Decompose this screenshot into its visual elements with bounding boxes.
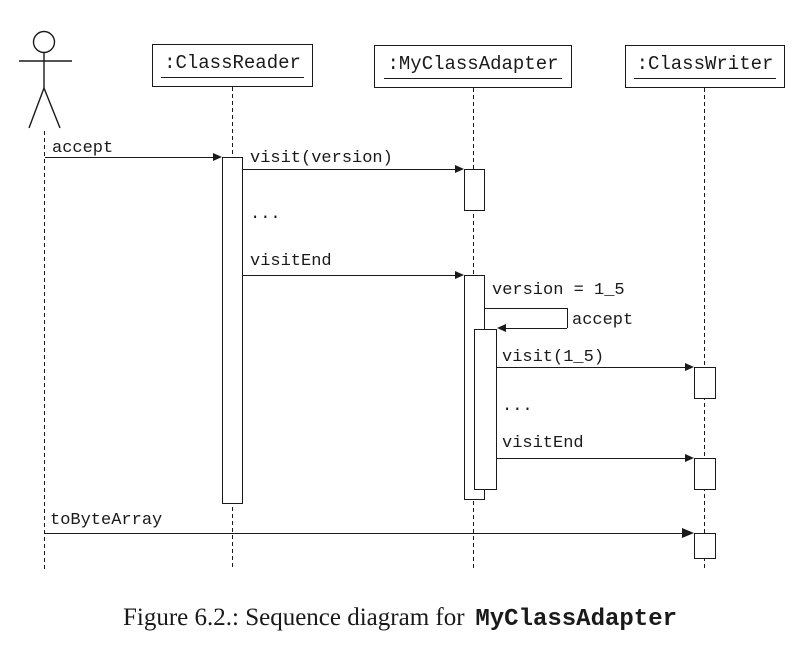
participant-classwriter-label: :ClassWriter xyxy=(633,54,777,79)
tobytearray-message-line xyxy=(45,533,682,534)
classwriter-activation-bar-3 xyxy=(694,533,716,559)
classreader-activation-bar xyxy=(222,157,243,504)
classwriter-lifeline xyxy=(704,88,705,569)
myclassadapter-activation-bar-1 xyxy=(464,169,485,211)
figure-caption-text: Figure 6.2.: Sequence diagram for xyxy=(122,604,465,631)
visitend-2-arrowhead-icon xyxy=(685,454,694,462)
visitend-2-message-label: visitEnd xyxy=(502,434,584,453)
visit-1-5-message-label: visit(1_5) xyxy=(502,348,605,367)
visitend-1-arrowhead-icon xyxy=(455,271,464,279)
ellipsis-2-label: ... xyxy=(502,397,533,416)
participant-classreader: :ClassReader xyxy=(152,44,313,87)
participant-myclassadapter-label: :MyClassAdapter xyxy=(384,54,562,79)
figure-caption-code: MyClassAdapter xyxy=(475,606,677,633)
accept-message-line xyxy=(45,157,213,158)
classwriter-activation-bar-1 xyxy=(694,367,716,399)
self-accept-message-label: accept xyxy=(572,311,634,330)
ellipsis-1-label: ... xyxy=(250,205,281,224)
figure-caption: Figure 6.2.: Sequence diagram for MyClass… xyxy=(0,603,800,635)
visit-1-5-arrowhead-icon xyxy=(685,363,694,371)
actor-icon xyxy=(19,30,72,129)
participant-myclassadapter: :MyClassAdapter xyxy=(374,45,572,88)
accept-arrowhead-icon xyxy=(213,153,222,161)
self-accept-top-line xyxy=(485,308,567,309)
visit-version-message-line xyxy=(243,169,455,170)
visitend-1-message-label: visitEnd xyxy=(250,252,332,271)
tobytearray-arrowhead-icon xyxy=(682,528,694,538)
participant-classreader-label: :ClassReader xyxy=(161,53,304,78)
visit-1-5-message-line xyxy=(497,367,685,368)
self-accept-bottom-line xyxy=(506,328,567,329)
self-accept-arrowhead-icon xyxy=(497,324,506,332)
self-accept-right-line xyxy=(567,308,568,328)
version-note-label: version = 1_5 xyxy=(492,281,625,300)
participant-classwriter: :ClassWriter xyxy=(625,45,785,88)
visitend-1-message-line xyxy=(243,275,455,276)
visit-version-message-label: visit(version) xyxy=(250,149,393,168)
accept-message-label: accept xyxy=(52,139,114,158)
classwriter-activation-bar-2 xyxy=(694,458,716,490)
tobytearray-message-label: toByteArray xyxy=(50,511,163,530)
actor-lifeline xyxy=(44,131,45,569)
visit-version-arrowhead-icon xyxy=(455,165,464,173)
myclassadapter-nested-activation-bar xyxy=(474,329,497,490)
visitend-2-message-line xyxy=(497,458,685,459)
